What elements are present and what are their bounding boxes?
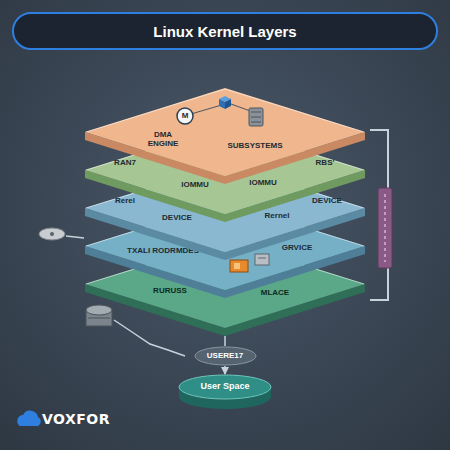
layer-label: RURUSS <box>153 287 187 296</box>
layer-face <box>85 126 365 214</box>
title-bar: Linux Kernel Layers <box>12 12 438 50</box>
server-slot <box>251 117 261 118</box>
kernel-layer: DMA ENGINE SUBSYSTEMS M <box>85 88 365 184</box>
layer-face <box>85 88 365 176</box>
process-ellipse: USERE17 <box>194 346 257 366</box>
layer-label: Rerel <box>115 197 135 206</box>
brand-logo <box>17 411 41 426</box>
ellipse-shape <box>179 375 271 399</box>
layer-edge <box>86 165 364 208</box>
cube-icon <box>225 99 231 109</box>
node-label: USERE17 <box>207 352 243 361</box>
layer-label: DMA ENGINE <box>141 131 185 149</box>
server-slot <box>251 122 261 123</box>
cube-icon <box>219 99 225 109</box>
layer-edge <box>86 203 364 246</box>
layer-label: DEVICE <box>312 197 342 206</box>
layer-edge <box>86 127 364 170</box>
circle-shape <box>177 108 193 124</box>
connector <box>224 336 226 346</box>
layer-label: GRVICE <box>282 244 313 253</box>
port-bar <box>378 188 392 268</box>
layer-label: IOMMU <box>181 181 209 190</box>
connector <box>224 366 226 374</box>
module-circle: M <box>176 107 194 125</box>
layer-edge <box>86 241 364 284</box>
layer-outline <box>85 88 365 184</box>
layer-label: RBS' <box>316 159 335 168</box>
chip-icon <box>234 263 240 269</box>
ellipse-outline <box>178 374 272 410</box>
layer-label: Rernel <box>265 212 290 221</box>
server-icon <box>249 108 263 126</box>
title: Linux Kernel Layers <box>153 23 296 40</box>
server-slot <box>251 112 261 113</box>
io-wire <box>114 320 185 356</box>
user-space-disk: User Space <box>178 374 272 410</box>
node-label: User Space <box>200 382 249 392</box>
card-slot <box>258 258 266 259</box>
watermark: VOXFOR <box>42 411 110 427</box>
layer-edge <box>86 89 364 132</box>
card-icon <box>230 260 248 272</box>
layer-label: DEVICE <box>162 214 192 223</box>
disk-icon <box>39 228 84 240</box>
ellipse-shape <box>195 347 256 365</box>
node-label: M <box>182 112 189 121</box>
layer-label: RAN7 <box>114 159 136 168</box>
card-icon <box>255 254 269 265</box>
layer-face <box>85 240 365 328</box>
layer-label: SUBSYSTEMS <box>227 142 282 151</box>
storage-icon <box>86 305 112 326</box>
layer-label: IOMMU <box>249 179 277 188</box>
layer-label: MLACE <box>261 289 289 298</box>
